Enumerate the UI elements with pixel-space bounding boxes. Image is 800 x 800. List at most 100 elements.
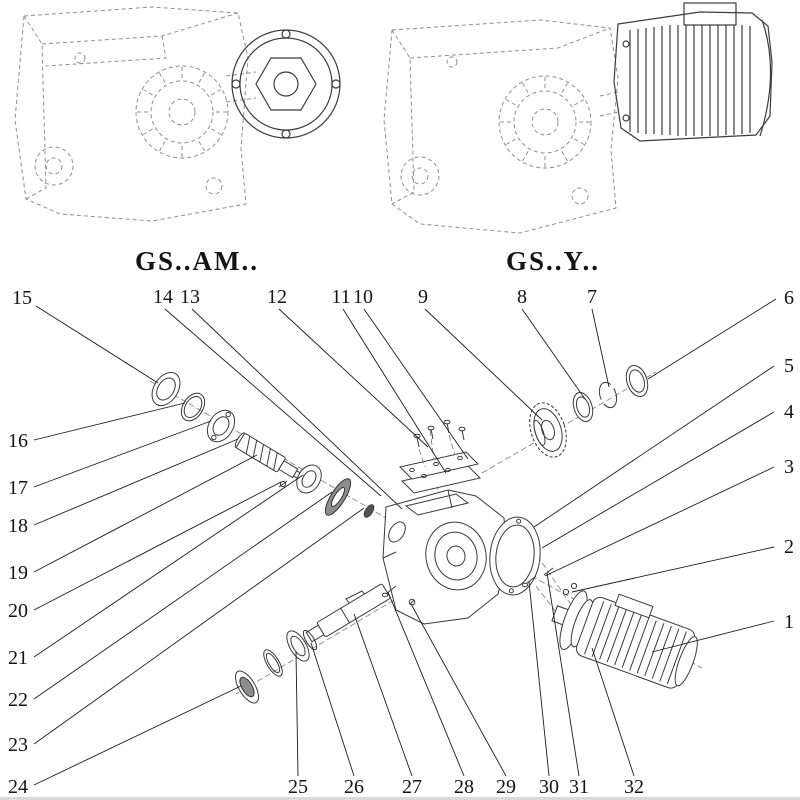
callout-24: 24 <box>8 776 28 798</box>
callout-6: 6 <box>784 287 794 309</box>
leader-14 <box>164 308 382 497</box>
callout-17: 17 <box>8 477 28 499</box>
shaft-snap-ring <box>302 629 318 651</box>
worm-wheel-teeth-left <box>137 67 227 157</box>
bolt-a <box>562 588 570 596</box>
page-bottom-edge <box>0 797 800 800</box>
callout-7: 7 <box>587 286 597 308</box>
bearing-input-inner <box>296 464 322 494</box>
leader-5 <box>533 365 775 528</box>
callout-32: 32 <box>624 776 644 798</box>
leader-24 <box>33 685 242 786</box>
seal-ring <box>151 371 181 407</box>
callout-11: 11 <box>331 286 350 308</box>
leader-23 <box>33 507 365 745</box>
leader-2 <box>571 546 775 593</box>
bolt-b <box>570 582 578 590</box>
output-washer <box>234 670 260 704</box>
callout-labels: 1 2 3 4 5 6 7 8 9 10 11 12 13 14 15 16 1… <box>8 286 794 798</box>
leader-13 <box>191 308 403 510</box>
leader-27 <box>353 613 413 777</box>
callout-20: 20 <box>8 600 28 622</box>
callout-16: 16 <box>8 430 28 452</box>
leader-4 <box>541 411 775 549</box>
callout-30: 30 <box>539 776 559 798</box>
callout-21: 21 <box>8 647 28 669</box>
leader-16 <box>33 402 186 441</box>
spacer-ring <box>363 504 375 518</box>
callout-19: 19 <box>8 562 28 584</box>
gear-spacer-ring <box>572 391 594 423</box>
leader-12 <box>278 308 429 448</box>
leader-32 <box>591 647 635 777</box>
motor-fins-top <box>629 25 751 136</box>
leader-20 <box>33 481 282 611</box>
motor <box>551 590 698 689</box>
leader-lines <box>33 298 777 786</box>
leader-19 <box>33 454 258 573</box>
gear-housing <box>382 489 508 625</box>
leader-11 <box>342 308 447 474</box>
retaining-ring-input <box>180 392 206 422</box>
variant-label-gsam: GS..AM.. <box>135 246 259 276</box>
leader-21 <box>33 474 304 658</box>
bearing-input-outer <box>206 409 236 443</box>
callout-29: 29 <box>496 776 516 798</box>
leader-15 <box>35 305 159 384</box>
callout-1: 1 <box>784 611 794 633</box>
variant-label-gsy: GS..Y.. <box>506 246 600 276</box>
shim-ring <box>625 364 649 398</box>
leader-8 <box>521 308 586 400</box>
leader-28 <box>387 591 465 777</box>
worm-gear-disc <box>324 478 352 516</box>
bearing-output <box>286 630 310 662</box>
callout-28: 28 <box>454 776 474 798</box>
callout-10: 10 <box>353 286 373 308</box>
callout-8: 8 <box>517 286 527 308</box>
leader-18 <box>33 438 239 526</box>
exploded-parts <box>151 364 698 704</box>
motor-fins <box>584 601 687 685</box>
worm-shaft <box>234 432 313 486</box>
output-shaft <box>305 583 391 643</box>
callout-12: 12 <box>267 286 287 308</box>
callout-18: 18 <box>8 515 28 537</box>
callout-4: 4 <box>784 401 794 423</box>
callout-15: 15 <box>12 287 32 309</box>
leader-7 <box>591 308 610 388</box>
callout-13: 13 <box>180 286 200 308</box>
housing-cover <box>399 451 481 494</box>
cover-bolts <box>413 419 466 468</box>
motor-drawing <box>613 2 773 142</box>
leader-30 <box>528 581 550 777</box>
callout-5: 5 <box>784 355 794 377</box>
leader-25 <box>295 651 299 777</box>
set-pin <box>278 480 288 488</box>
retaining-ring-output <box>263 649 283 677</box>
flange-gasket <box>489 516 541 596</box>
callout-27: 27 <box>402 776 422 798</box>
gear-snap-ring <box>598 381 618 409</box>
gearbox-drawing-right <box>383 19 619 234</box>
output-flange-drawing <box>231 29 341 139</box>
dowel-pin <box>543 567 554 576</box>
leader-22 <box>33 491 333 700</box>
gearbox-drawing-left <box>14 6 257 222</box>
callout-31: 31 <box>569 776 589 798</box>
leader-9 <box>424 308 543 421</box>
callout-2: 2 <box>784 536 794 558</box>
leader-29 <box>410 603 507 777</box>
leader-26 <box>310 642 355 777</box>
leader-3 <box>544 466 775 577</box>
callout-14: 14 <box>153 286 173 308</box>
callout-23: 23 <box>8 734 28 756</box>
worm-wheel-teeth-right <box>500 77 590 167</box>
callout-9: 9 <box>418 286 428 308</box>
helical-gear <box>529 402 567 458</box>
housing-bolts-lower <box>381 585 416 606</box>
leader-31 <box>546 572 580 777</box>
callout-3: 3 <box>784 456 794 478</box>
leader-10 <box>363 308 469 460</box>
